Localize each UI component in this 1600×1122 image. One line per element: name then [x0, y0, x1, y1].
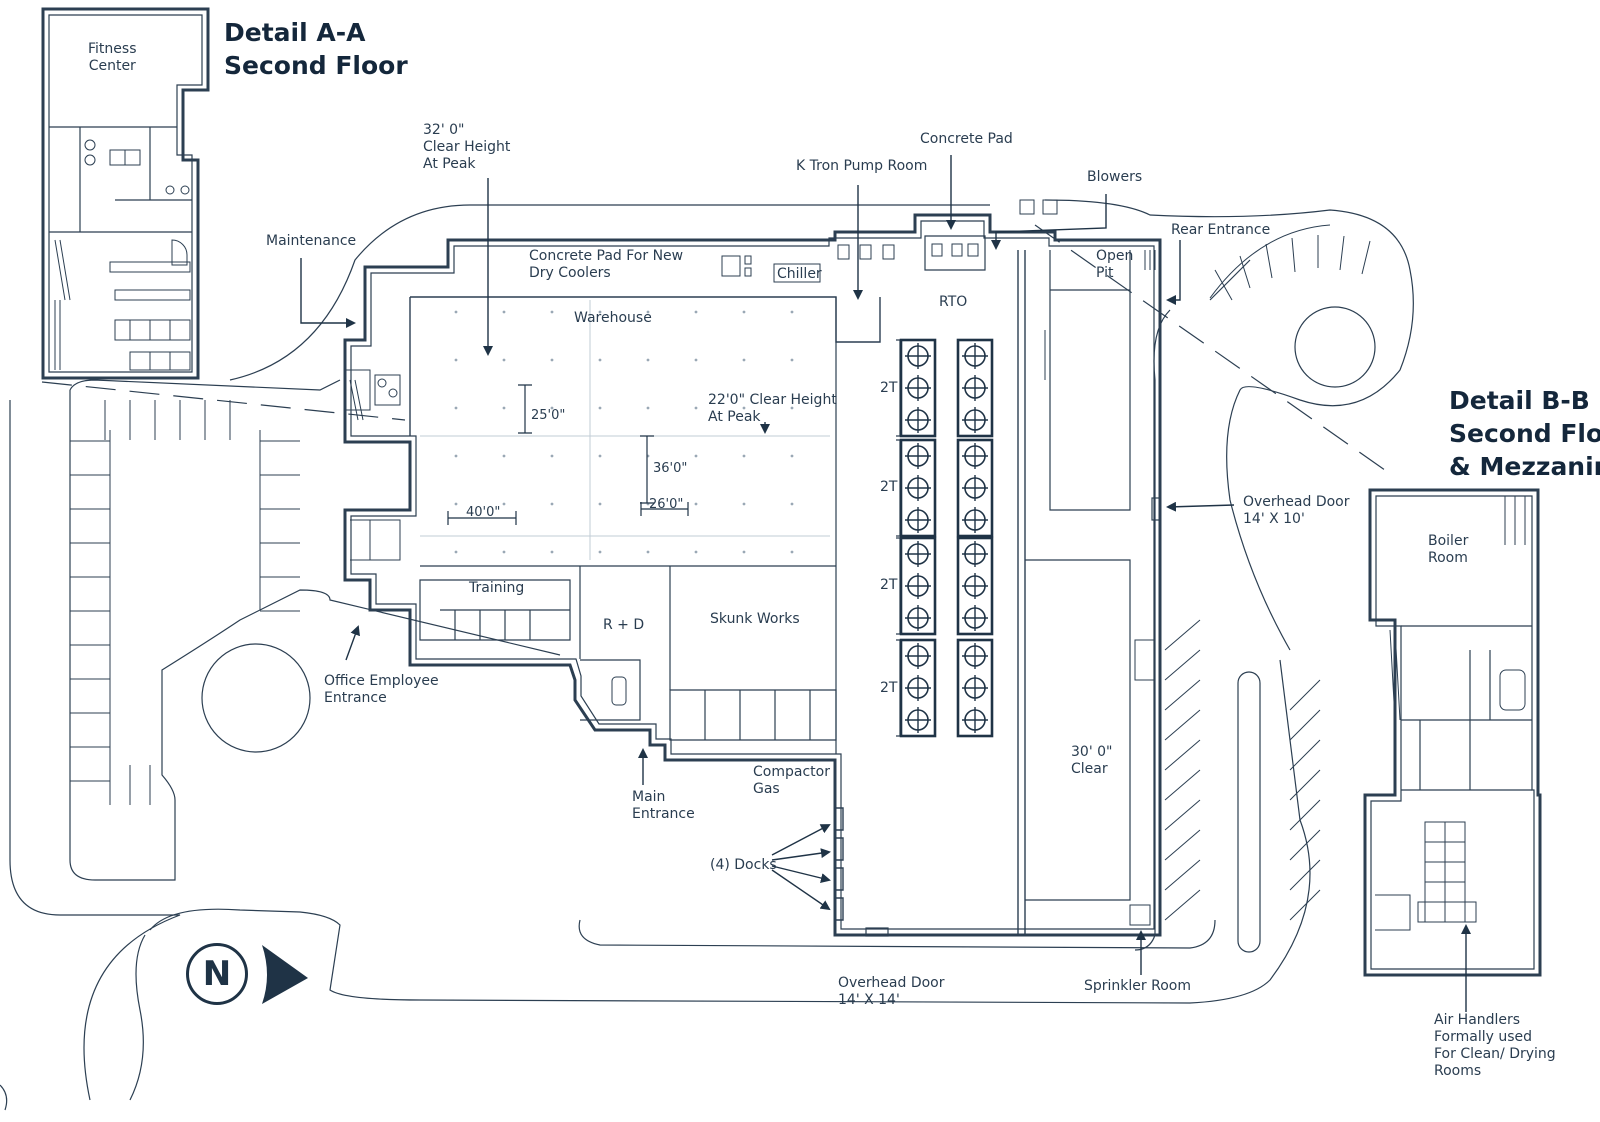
tank-crosshair	[962, 375, 988, 401]
tank-array	[896, 338, 994, 738]
site-roads	[0, 199, 1414, 1111]
maintenance-label: Maintenance	[266, 233, 357, 249]
tank-crosshair	[962, 675, 988, 701]
dimension-lines	[447, 384, 689, 525]
dimension-26: 26'0"	[649, 497, 684, 512]
k-tron-pump-room-label: K Tron Pump Room	[796, 158, 928, 174]
tank-row-label: 2T	[880, 380, 898, 396]
tank-crosshair	[962, 343, 988, 369]
tank-crosshair	[962, 443, 988, 469]
warehouse-label: Warehouse	[574, 310, 652, 326]
section-cut-lines	[41, 224, 1393, 476]
tank-crosshair	[962, 475, 988, 501]
tank-crosshair	[905, 643, 931, 669]
detail-a-title-line1: Detail A-A	[224, 18, 366, 47]
rear-entrance-label: Rear Entrance	[1171, 222, 1271, 238]
tank-frame	[956, 438, 994, 538]
tank-crosshair	[905, 675, 931, 701]
tank-crosshair	[962, 605, 988, 631]
rd-label: R + D	[603, 617, 645, 633]
concrete-pad-label: Concrete Pad	[920, 131, 1013, 147]
detail-b-title-line2: Second Floor	[1449, 419, 1600, 448]
chiller-label: Chiller	[777, 266, 822, 282]
detail-a-title: Detail A-A Second Floor	[224, 16, 408, 82]
north-arrow-icon	[262, 945, 308, 1004]
detail-b-plan	[1363, 488, 1542, 977]
tank-crosshair	[905, 343, 931, 369]
detail-b-title-line1: Detail B-B	[1449, 386, 1590, 415]
clear-height-30-label: 30' 0"Clear	[1071, 744, 1113, 777]
tank-crosshair	[905, 707, 931, 733]
tank-crosshair	[962, 573, 988, 599]
dimension-40: 40'0"	[466, 505, 501, 520]
tank-crosshair	[962, 643, 988, 669]
parking-stalls	[70, 224, 1371, 921]
tank-frame	[899, 536, 937, 636]
tank-crosshair	[962, 407, 988, 433]
tank-crosshair	[905, 573, 931, 599]
tank-crosshair	[962, 541, 988, 567]
detail-a-title-line2: Second Floor	[224, 51, 408, 80]
docks-label: (4) Docks	[710, 857, 777, 873]
detail-b-title: Detail B-B Second Floor & Mezzanine	[1449, 384, 1600, 483]
training-label: Training	[469, 580, 525, 596]
sprinkler-room-label: Sprinkler Room	[1084, 978, 1191, 994]
tank-crosshair	[905, 541, 931, 567]
tank-crosshair	[905, 475, 931, 501]
tank-row-label: 2T	[880, 680, 898, 696]
tank-crosshair	[905, 605, 931, 631]
building-walls	[343, 199, 1162, 937]
north-arrow-badge: N	[186, 943, 248, 1005]
warehouse-column-grid	[420, 300, 830, 560]
tank-frame	[899, 438, 937, 538]
tank-frame	[956, 536, 994, 636]
detail-a-plan	[41, 7, 210, 380]
detail-b-title-line3: & Mezzanine	[1449, 452, 1600, 481]
tank-frame	[956, 338, 994, 438]
tank-crosshair	[962, 507, 988, 533]
tank-crosshair	[905, 507, 931, 533]
tank-frame	[899, 338, 937, 438]
dimension-36: 36'0"	[653, 461, 688, 476]
skunk-works-label: Skunk Works	[710, 611, 800, 627]
tank-crosshair	[905, 407, 931, 433]
tank-crosshair	[905, 443, 931, 469]
tank-frame	[899, 638, 937, 738]
dimension-25: 25'0"	[531, 408, 566, 423]
tank-row-label: 2T	[880, 479, 898, 495]
tank-row-label: 2T	[880, 577, 898, 593]
tank-frame	[956, 638, 994, 738]
rto-label: RTO	[939, 294, 968, 310]
tank-crosshair	[905, 375, 931, 401]
tank-crosshair	[962, 707, 988, 733]
leader-arrows	[300, 155, 1471, 1012]
blowers-label: Blowers	[1087, 169, 1143, 185]
